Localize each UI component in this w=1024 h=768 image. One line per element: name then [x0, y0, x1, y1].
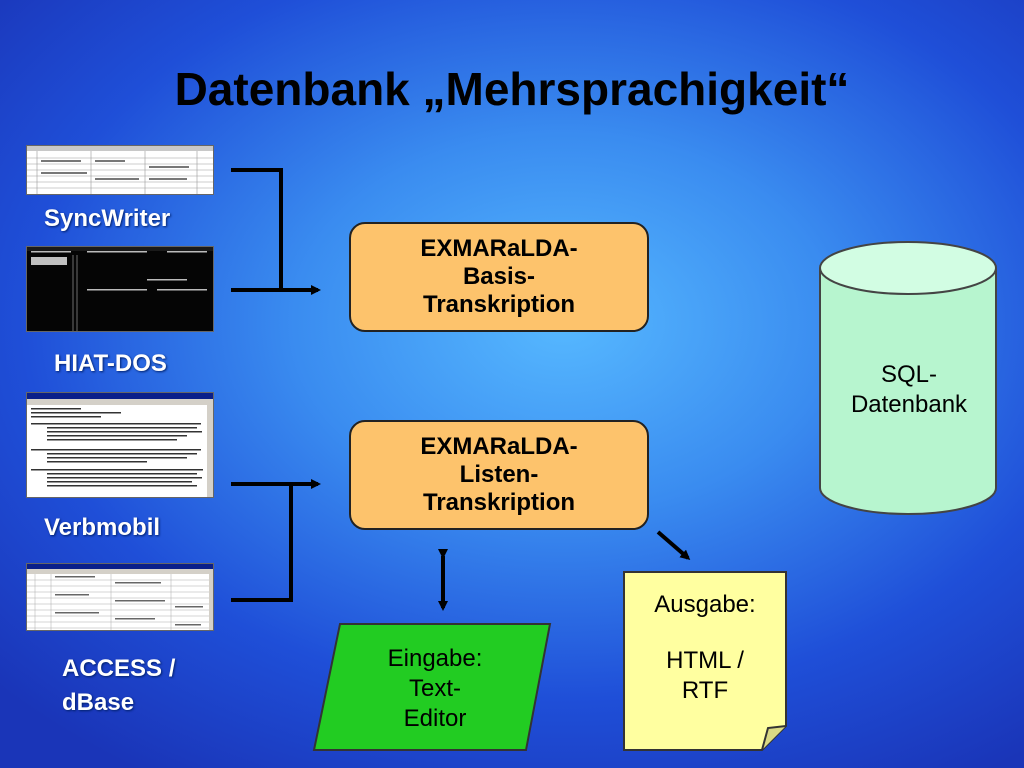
label-syncwriter: SyncWriter — [44, 205, 171, 232]
box-basis-line1: EXMARaLDA- — [420, 235, 578, 262]
output-line3: RTF — [681, 677, 729, 704]
box-listen-transkription: EXMARaLDA- Listen- Transkription — [349, 420, 649, 530]
label-hiat-dos: HIAT-DOS — [54, 350, 167, 377]
access-table-graphic — [27, 564, 213, 630]
label-access-dbase: ACCESS / dBase — [62, 652, 175, 720]
syncwriter-screenshot — [26, 145, 214, 195]
input-editor-parallelogram — [312, 623, 552, 751]
label-access-line2: dBase — [62, 689, 135, 716]
box-basis-transkription: EXMARaLDA- Basis- Transkription — [349, 222, 649, 332]
sql-database-line2: Datenbank — [850, 391, 968, 418]
hiat-dos-terminal-graphic — [27, 247, 213, 331]
verbmobil-screenshot — [26, 392, 214, 498]
output-line1: Ausgabe: — [654, 591, 756, 618]
input-line2: Text- — [408, 675, 461, 702]
input-line1: Eingabe: — [387, 645, 483, 672]
label-access-line1: ACCESS / — [62, 655, 176, 682]
connector-listen-bracket — [231, 482, 293, 602]
access-dbase-screenshot — [26, 563, 214, 631]
label-verbmobil: Verbmobil — [44, 514, 161, 541]
box-listen-line1: EXMARaLDA- — [420, 433, 578, 460]
sql-database-label: SQL- Datenbank — [821, 360, 997, 420]
syncwriter-table-graphic — [27, 146, 213, 194]
output-line2: HTML / — [666, 647, 744, 674]
output-note-shape — [623, 571, 787, 751]
sql-database-line1: SQL- — [880, 361, 937, 388]
hiat-dos-screenshot — [26, 246, 214, 332]
verbmobil-editor-graphic — [27, 393, 213, 497]
input-line3: Editor — [403, 705, 467, 732]
input-editor-label: Eingabe: Text- Editor — [340, 644, 530, 734]
box-basis-line3: Transkription — [422, 291, 576, 318]
sql-database-cylinder — [819, 241, 997, 515]
output-label: Ausgabe: HTML / RTF — [624, 590, 786, 706]
box-listen-line3: Transkription — [422, 489, 576, 516]
box-basis-line2: Basis- — [462, 263, 536, 290]
arrow-listen-ausgabe — [656, 530, 691, 560]
box-listen-line2: Listen- — [459, 461, 539, 488]
connector-basis-bracket — [231, 168, 283, 292]
slide-title: Datenbank „Mehrsprachigkeit“ — [174, 63, 850, 115]
